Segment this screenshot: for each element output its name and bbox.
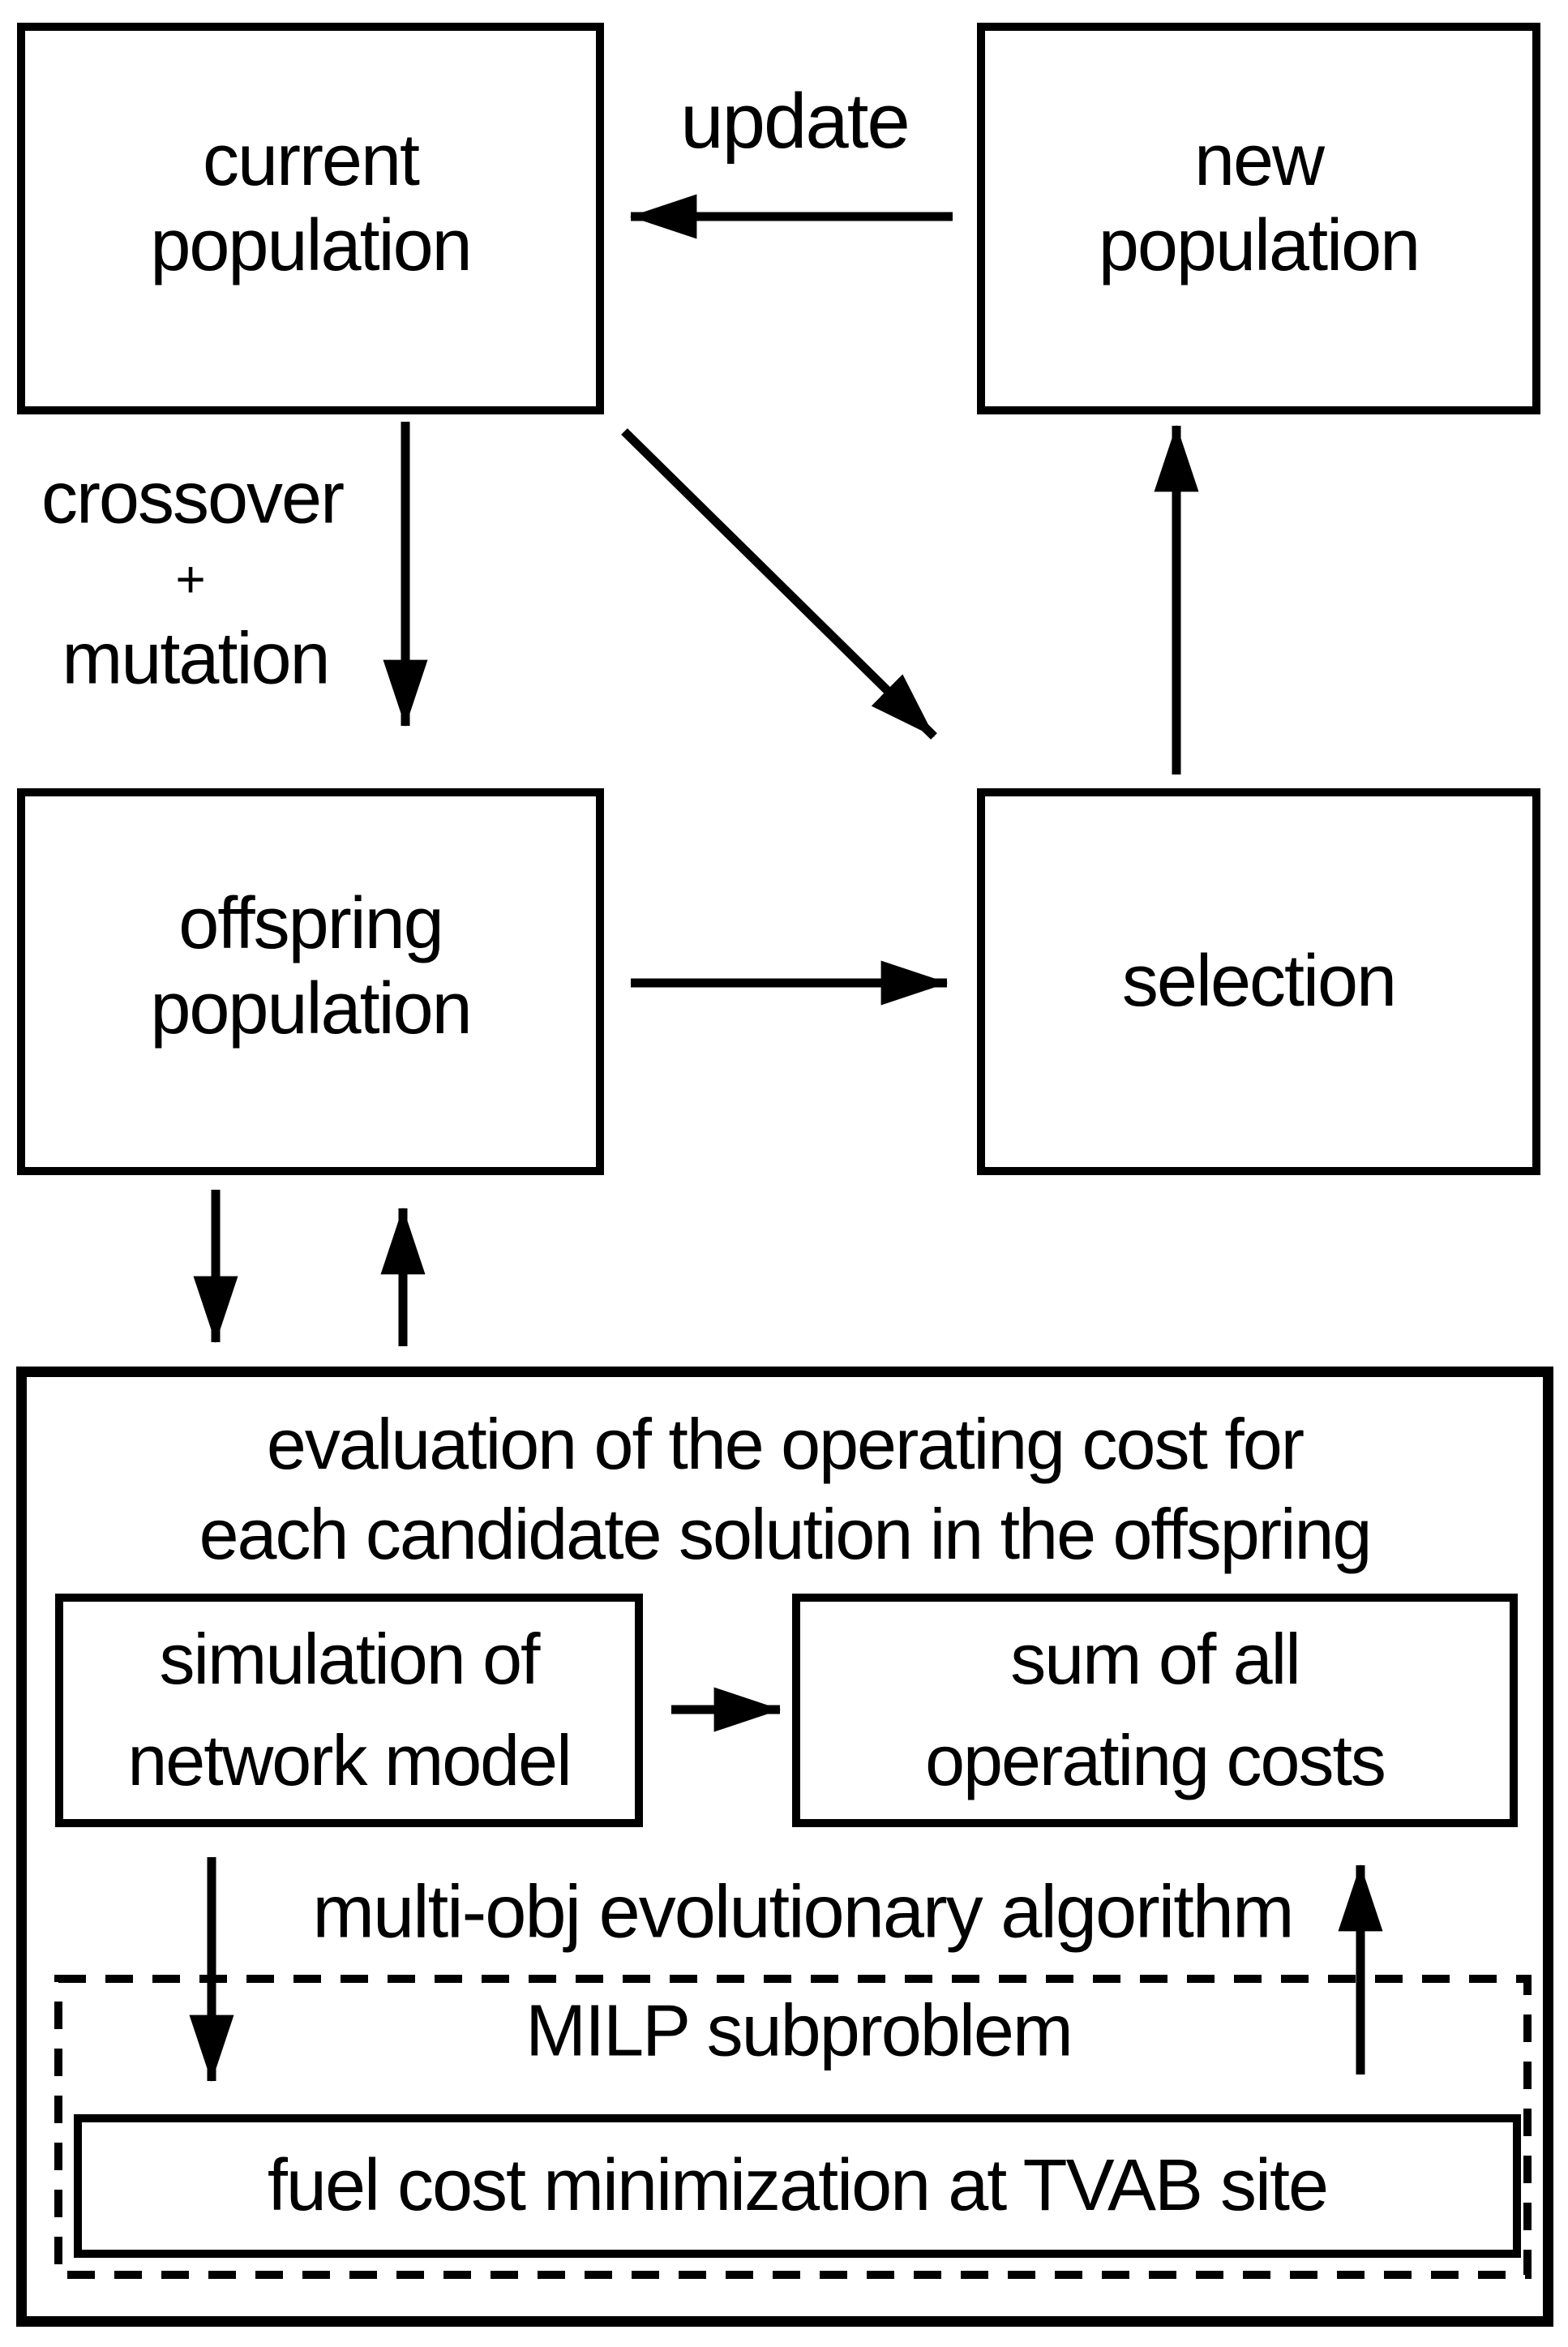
node-simulation-network-model: simulation of network model [55,1594,643,1827]
label-line: sum of all [1010,1619,1301,1700]
edge-label-crossover: crossover [41,457,345,539]
label-line: simulation of [159,1619,540,1700]
label-line: new [1193,120,1325,202]
node-current-population: current population [17,23,604,414]
label-line: network model [127,1720,572,1800]
label-line: offspring [178,883,444,965]
label-line: operating costs [925,1720,1386,1800]
edge-label-update: update [680,78,910,165]
label-line: population [1098,204,1420,286]
edge-label-mutation: mutation [62,618,330,700]
node-new-population: new population [977,23,1540,414]
node-evaluation-title: evaluation of the operating cost for eac… [199,1377,1373,1580]
node-offspring-population-label: offspring population [150,882,472,1082]
node-sum-label: sum of all operating costs [925,1609,1386,1812]
node-simulation-label: simulation of network model [127,1609,572,1812]
label-line: population [150,968,472,1049]
arrow-current-to-selection-diagonal [621,428,937,740]
node-sum-operating-costs: sum of all operating costs [792,1594,1518,1827]
edge-label-plus: + [175,550,205,608]
node-selection: selection [977,788,1540,1175]
node-fuel-label: fuel cost minimization at TVAB site [267,2144,1329,2226]
label-line: each candidate solution in the offspring [199,1493,1373,1574]
node-offspring-population: offspring population [17,788,604,1175]
label-line: current [202,120,420,202]
edge-label-multi-obj-evolutionary-algorithm: multi-obj evolutionary algorithm [312,1870,1294,1954]
label-line: evaluation of the operating cost for [266,1404,1305,1484]
label-line: population [150,204,472,286]
node-current-population-label: current population [150,118,472,319]
node-fuel-cost-minimization: fuel cost minimization at TVAB site [74,2114,1521,2258]
node-selection-label: selection [1121,941,1397,1023]
node-new-population-label: new population [1098,118,1420,319]
node-milp-subproblem-label: MILP subproblem [525,1990,1073,2072]
